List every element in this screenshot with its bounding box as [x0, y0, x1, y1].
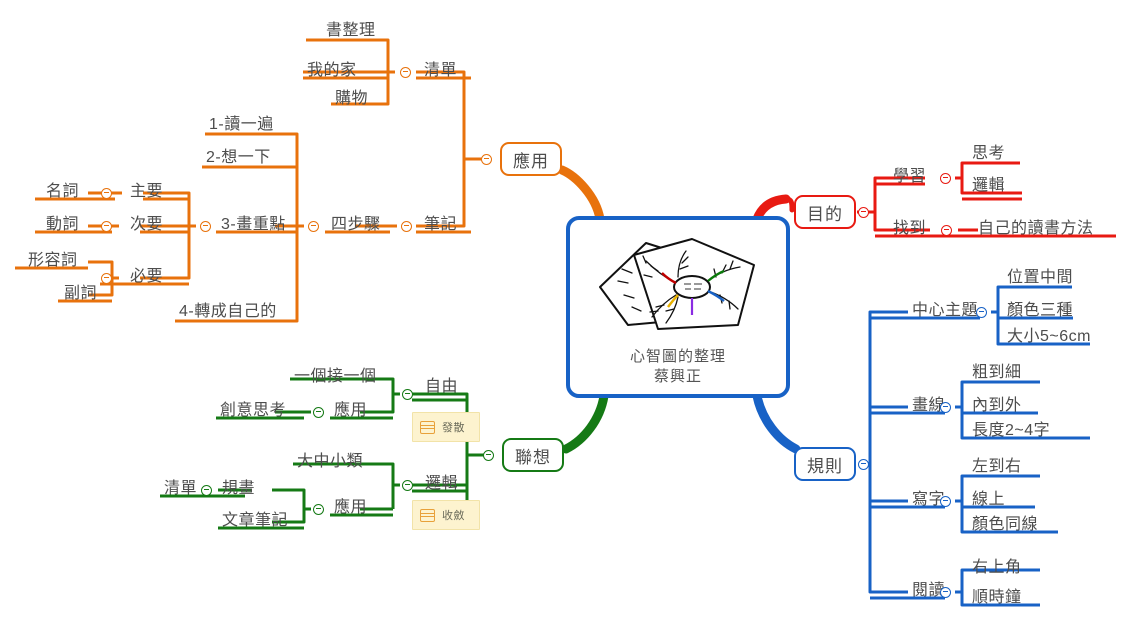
- label-thick-to-thin[interactable]: 粗到細: [972, 364, 1022, 381]
- label-size-categories[interactable]: 大中小類: [297, 453, 364, 470]
- label-step4[interactable]: 4-轉成自己的: [179, 303, 277, 320]
- note-icon: [420, 508, 435, 522]
- collapse-toggle-draw-lines[interactable]: [940, 401, 951, 413]
- collapse-toggle-rules[interactable]: [858, 458, 869, 470]
- label-step3[interactable]: 3-畫重點: [221, 216, 286, 233]
- collapse-toggle-association[interactable]: [483, 449, 494, 461]
- label-length-2-4-chars[interactable]: 長度2~4字: [972, 422, 1051, 439]
- collapse-toggle-step3[interactable]: [200, 220, 211, 232]
- label-one-after-another[interactable]: 一個接一個: [294, 368, 377, 385]
- label-find[interactable]: 找到: [893, 220, 927, 237]
- label-shopping[interactable]: 購物: [335, 90, 369, 107]
- collapse-toggle-reading[interactable]: [940, 586, 951, 598]
- label-free[interactable]: 自由: [425, 378, 459, 395]
- label-adjective[interactable]: 形容詞: [28, 252, 78, 269]
- note-convergent[interactable]: 收斂: [412, 500, 480, 530]
- label-color-matches-line[interactable]: 顏色同線: [972, 516, 1039, 533]
- label-step2[interactable]: 2-想一下: [206, 149, 271, 166]
- collapse-toggle-find[interactable]: [941, 224, 952, 236]
- collapse-toggle-purpose[interactable]: [858, 206, 869, 218]
- label-notes[interactable]: 筆記: [424, 216, 458, 233]
- label-top-right-corner[interactable]: 右上角: [972, 559, 1022, 576]
- label-book-organizing[interactable]: 書整理: [326, 22, 376, 39]
- center-topic-node[interactable]: 心智圖的整理 蔡興正: [566, 216, 790, 398]
- label-learning[interactable]: 學習: [893, 168, 927, 185]
- label-primary[interactable]: 主要: [130, 183, 164, 200]
- collapse-toggle-list[interactable]: [400, 66, 411, 78]
- collapse-toggle-application[interactable]: [481, 153, 492, 165]
- branch-node-rules[interactable]: 規則: [794, 447, 856, 481]
- label-necessary[interactable]: 必要: [130, 268, 164, 285]
- collapse-toggle-four-steps[interactable]: [308, 220, 319, 232]
- label-left-to-right[interactable]: 左到右: [972, 458, 1022, 475]
- label-inside-to-outside[interactable]: 內到外: [972, 397, 1022, 414]
- mindmap-sketch-icon: [599, 238, 755, 330]
- label-verb[interactable]: 動詞: [46, 216, 80, 233]
- note-divergent[interactable]: 發散: [412, 412, 480, 442]
- label-draw-lines[interactable]: 畫線: [912, 397, 946, 414]
- label-list[interactable]: 清單: [424, 62, 458, 79]
- label-thinking[interactable]: 思考: [972, 145, 1006, 162]
- label-article-notes[interactable]: 文章筆記: [222, 512, 289, 529]
- label-noun[interactable]: 名詞: [46, 183, 80, 200]
- label-apply-logic[interactable]: 應用: [334, 499, 368, 516]
- label-three-colors[interactable]: 顏色三種: [1007, 302, 1074, 319]
- collapse-toggle-learning[interactable]: [940, 172, 951, 184]
- note-icon: [420, 420, 435, 434]
- collapse-toggle-free[interactable]: [402, 388, 413, 400]
- label-apply-free[interactable]: 應用: [334, 402, 368, 419]
- collapse-toggle-center-topic[interactable]: [976, 306, 987, 318]
- center-topic-title: 心智圖的整理 蔡興正: [630, 347, 726, 387]
- label-secondary[interactable]: 次要: [130, 216, 164, 233]
- collapse-toggle-planning[interactable]: [201, 484, 212, 496]
- label-creative-thinking[interactable]: 創意思考: [220, 402, 287, 419]
- collapse-toggle-writing[interactable]: [940, 495, 951, 507]
- collapse-toggle-necessary[interactable]: [101, 272, 112, 284]
- center-title-line2: 蔡興正: [653, 368, 702, 385]
- collapse-toggle-apply-free[interactable]: [313, 406, 324, 418]
- label-my-home[interactable]: 我的家: [307, 62, 357, 79]
- label-clockwise[interactable]: 順時鐘: [972, 589, 1022, 606]
- label-planning[interactable]: 規畫: [222, 480, 256, 497]
- label-checklist[interactable]: 清單: [164, 480, 198, 497]
- collapse-toggle-secondary[interactable]: [101, 220, 112, 232]
- branch-node-association[interactable]: 聯想: [502, 438, 564, 472]
- label-logic[interactable]: 邏輯: [425, 475, 459, 492]
- collapse-toggle-apply-logic[interactable]: [313, 503, 324, 515]
- label-reading[interactable]: 閱讀: [912, 582, 946, 599]
- branch-node-purpose[interactable]: 目的: [794, 195, 856, 229]
- label-center-topic[interactable]: 中心主題: [912, 302, 979, 319]
- collapse-toggle-logic[interactable]: [402, 479, 413, 491]
- label-position-middle[interactable]: 位置中間: [1007, 269, 1074, 286]
- label-four-steps[interactable]: 四步驟: [331, 216, 381, 233]
- label-logic-red[interactable]: 邏輯: [972, 177, 1006, 194]
- collapse-toggle-notes[interactable]: [401, 220, 412, 232]
- label-step1[interactable]: 1-讀一遍: [209, 116, 274, 133]
- label-own-study-method[interactable]: 自己的讀書方法: [978, 220, 1094, 237]
- note-convergent-text: 收斂: [442, 510, 465, 522]
- note-divergent-text: 發散: [442, 422, 465, 434]
- branch-node-application[interactable]: 應用: [500, 142, 562, 176]
- label-on-the-line[interactable]: 線上: [972, 491, 1006, 508]
- label-adverb[interactable]: 副詞: [64, 285, 98, 302]
- center-title-line1: 心智圖的整理: [629, 348, 726, 365]
- collapse-toggle-primary[interactable]: [101, 187, 112, 199]
- label-size-5-6cm[interactable]: 大小5~6cm: [1007, 328, 1091, 345]
- label-writing[interactable]: 寫字: [912, 491, 946, 508]
